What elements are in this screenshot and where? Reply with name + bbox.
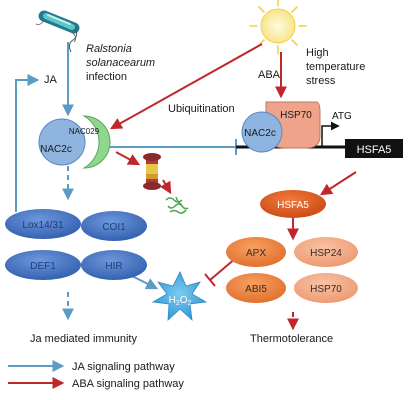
gene-hsp70: HSP70	[310, 284, 342, 295]
legend-ja-label: JA signaling pathway	[72, 361, 175, 373]
legend-aba-label: ABA signaling pathway	[72, 378, 184, 390]
gene-coi1: COI1	[102, 222, 126, 233]
heat-target-genes: HSFA5 APX HSP24 ABI5 HSP70	[226, 190, 358, 303]
ja-label: JA	[44, 74, 58, 86]
right-hsp70-label: HSP70	[280, 110, 312, 121]
heat-label-line2: temperature	[306, 61, 365, 73]
left-nac029-label: NAC029	[69, 127, 100, 136]
pathogen-label-line1: Ralstonia	[86, 43, 132, 55]
gene-hsp24: HSP24	[310, 248, 342, 259]
gene-apx: APX	[246, 248, 266, 259]
ubiquitination-label: Ubiquitination	[168, 103, 235, 115]
gene-hsfa5: HSFA5	[277, 200, 309, 211]
h2o2-star-icon: H2O2	[151, 271, 208, 322]
gene-hir: HIR	[105, 261, 122, 272]
pathogen-label-line3: infection	[86, 71, 127, 83]
nac2c-hsp70-complex: HSP70 NAC2c ATG HSFA5	[236, 101, 403, 158]
heat-label-line1: High	[306, 47, 329, 59]
thermotolerance-outcome: Thermotolerance	[250, 333, 333, 345]
aba-label: ABA	[258, 69, 281, 81]
legend: JA signaling pathway ABA signaling pathw…	[8, 360, 184, 390]
promoter-hsfa5-label: HSFA5	[357, 144, 392, 156]
pathogen-label-line2: solanacearum	[86, 57, 155, 69]
proteasome-icon	[143, 153, 161, 190]
gene-def1: DEF1	[30, 261, 56, 272]
atg-label: ATG	[332, 111, 352, 122]
degraded-protein-icon	[165, 196, 189, 214]
ja-target-genes: Lox14/31 COI1 DEF1 HIR	[5, 209, 147, 280]
aba-arrows	[109, 43, 357, 331]
heat-label-line3: stress	[306, 75, 336, 87]
right-nac2c-label: NAC2c	[244, 128, 276, 139]
left-nac2c-label: NAC2c	[40, 144, 72, 155]
immunity-outcome: Ja mediated immunity	[30, 333, 137, 345]
nac2c-nac029-complex: NAC2c NAC029	[38, 115, 111, 169]
h2o2-label: H2O2	[169, 295, 192, 307]
gene-abi5: ABI5	[245, 284, 267, 295]
bacterium-icon	[35, 10, 80, 53]
gene-lox14-31: Lox14/31	[22, 220, 64, 231]
sun-icon	[249, 0, 307, 55]
